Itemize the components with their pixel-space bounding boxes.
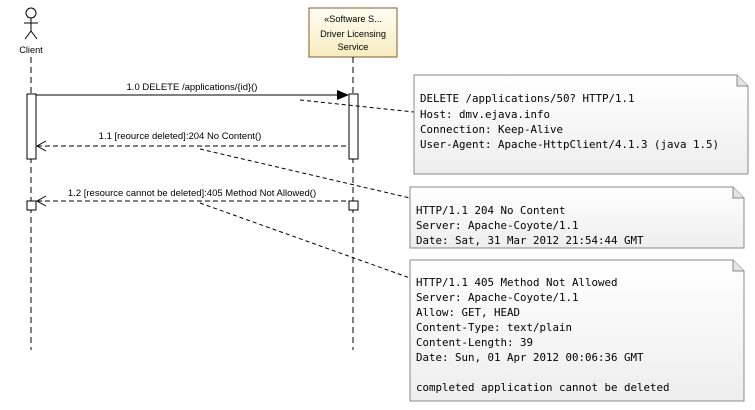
note-box [413, 74, 749, 175]
note-connector-request [299, 99, 415, 113]
note-fold-icon [736, 75, 748, 87]
note-connector-204 [199, 148, 411, 199]
note-line: Content-Length: 39 [416, 336, 533, 349]
filled-arrowhead-icon [337, 90, 349, 100]
note-line: Allow: GET, HEAD [416, 306, 520, 319]
message-405-return[interactable]: 1.2 [resource cannot be deleted]:405 Met… [35, 188, 349, 207]
note-fold-icon [732, 260, 744, 272]
note-line: Server: Apache-Coyote/1.1 [416, 219, 579, 232]
note-line: Connection: Keep-Alive [420, 123, 563, 136]
note-line: HTTP/1.1 204 No Content [416, 204, 566, 217]
open-arrowhead-icon [35, 140, 47, 152]
service-lifeline-header[interactable]: «Software S... Driver Licensing Service [308, 7, 398, 58]
message-label: 1.1 [reource deleted]:204 No Content() [99, 131, 262, 142]
note-request[interactable]: DELETE /applications/50? HTTP/1.1 Host: … [413, 74, 749, 175]
service-activation-2 [348, 200, 359, 211]
actor-leg-left [24, 30, 32, 40]
actor-head-icon [25, 7, 37, 19]
client-activation-1 [26, 93, 37, 160]
message-delete-call[interactable]: 1.0 DELETE /applications/{id}() [36, 82, 349, 100]
open-arrowhead-icon [35, 195, 47, 207]
note-box [409, 259, 745, 402]
note-line: Content-Type: text/plain [416, 321, 572, 334]
client-activation-2 [26, 200, 37, 211]
actor-leg-right [30, 30, 38, 40]
actor-name: Client [19, 45, 43, 55]
note-line: Host: dmv.ejava.info [420, 108, 550, 121]
message-label: 1.2 [resource cannot be deleted]:405 Met… [68, 188, 316, 199]
note-line: Date: Sun, 01 Apr 2012 00:06:36 GMT [416, 351, 644, 364]
service-name-line2: Service [338, 42, 369, 52]
message-label: 1.0 DELETE /applications/{id}() [127, 82, 258, 93]
note-line: User-Agent: Apache-HttpClient/4.1.3 (jav… [420, 138, 719, 151]
client-actor[interactable]: Client [19, 7, 43, 55]
service-activation-1 [348, 93, 359, 160]
service-stereotype: «Software S... [324, 14, 382, 24]
service-header-box [308, 7, 398, 58]
note-line: Server: Apache-Coyote/1.1 [416, 291, 579, 304]
message-204-return[interactable]: 1.1 [reource deleted]:204 No Content() [35, 131, 349, 152]
note-response-405[interactable]: HTTP/1.1 405 Method Not Allowed Server: … [409, 259, 745, 402]
note-line: Date: Sat, 31 Mar 2012 21:54:44 GMT [416, 234, 644, 247]
note-line: DELETE /applications/50? HTTP/1.1 [420, 92, 635, 105]
note-fold-icon [732, 187, 744, 199]
note-response-204[interactable]: HTTP/1.1 204 No Content Server: Apache-C… [409, 186, 745, 249]
service-name-line1: Driver Licensing [320, 29, 386, 39]
note-line: HTTP/1.1 405 Method Not Allowed [416, 276, 618, 289]
note-connector-405 [199, 202, 411, 279]
note-box [409, 186, 745, 249]
note-line: completed application cannot be deleted [416, 381, 670, 394]
